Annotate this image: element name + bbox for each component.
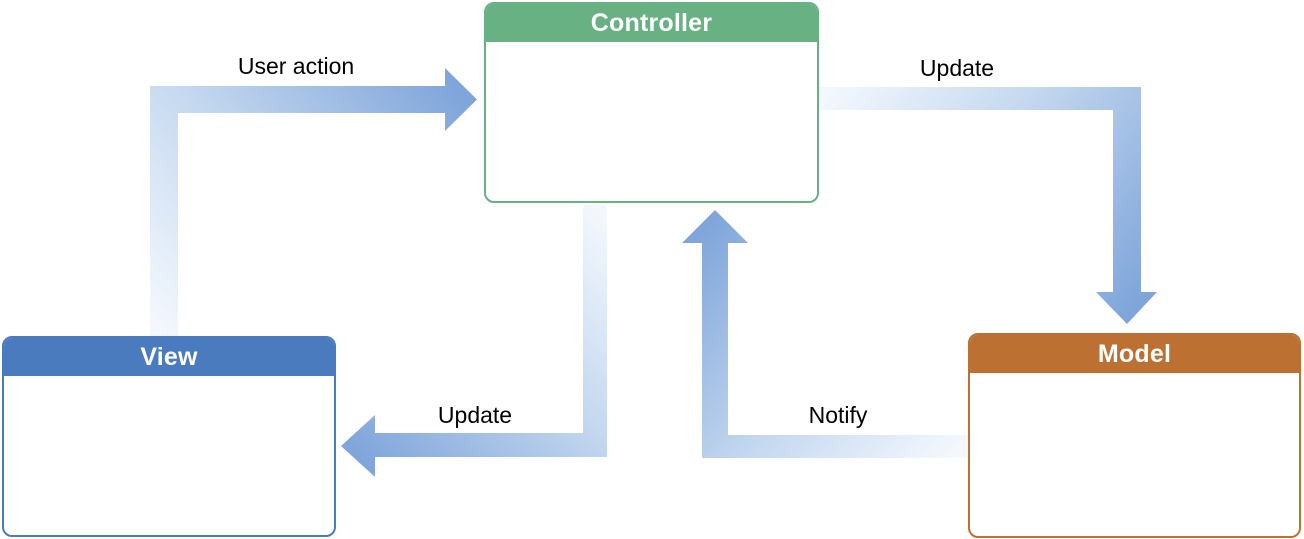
node-controller-title: Controller bbox=[590, 8, 713, 37]
node-model: Model bbox=[968, 333, 1301, 538]
node-controller: Controller bbox=[484, 2, 819, 203]
node-view-title: View bbox=[140, 342, 198, 371]
node-model-header: Model bbox=[970, 335, 1299, 373]
arrow-label-user-action: User action bbox=[237, 53, 355, 79]
arrow-label-update-model: Update bbox=[919, 55, 995, 81]
node-view-header: View bbox=[4, 338, 334, 376]
arrow-update-model bbox=[819, 87, 1157, 324]
arrow-label-update-view: Update bbox=[437, 402, 513, 428]
node-view: View bbox=[2, 336, 336, 537]
node-controller-header: Controller bbox=[486, 4, 817, 42]
arrow-user-action bbox=[150, 68, 477, 336]
arrow-update-view bbox=[341, 205, 607, 477]
arrow-notify bbox=[682, 210, 968, 458]
node-model-title: Model bbox=[1097, 339, 1172, 368]
arrow-label-notify: Notify bbox=[808, 402, 868, 428]
